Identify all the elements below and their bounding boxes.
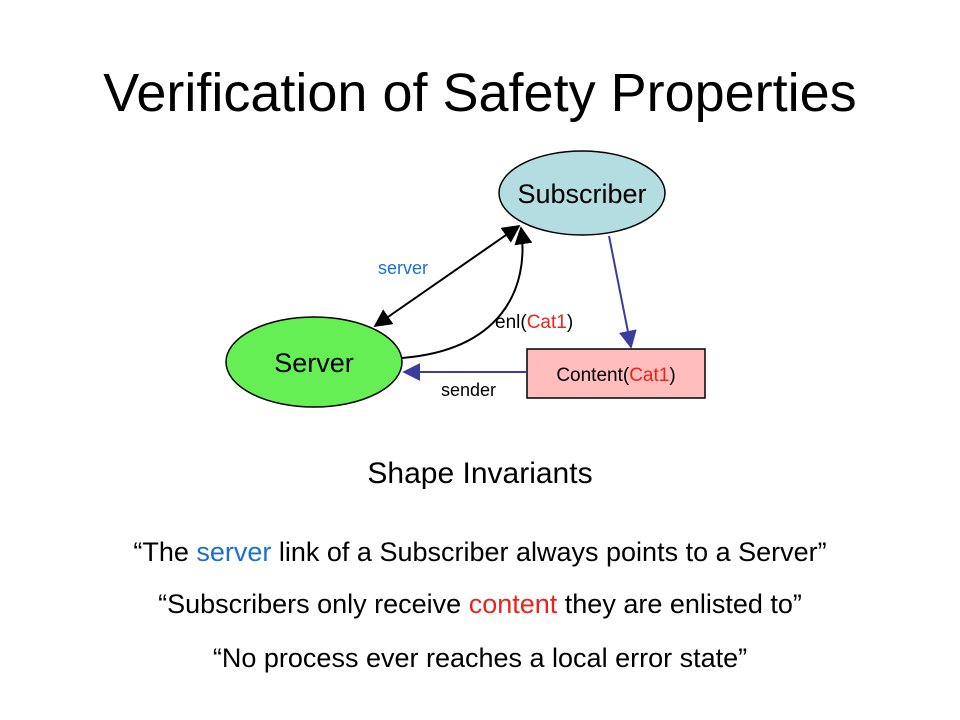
invariant-2: “Subscribers only receive content they a… — [158, 589, 802, 619]
content-label: Content(Cat1) — [556, 365, 675, 386]
server-highlight: server — [196, 537, 272, 567]
subscriber-node: Subscriber — [498, 150, 666, 236]
content-node: Content(Cat1) — [526, 348, 706, 399]
server-link-edge — [373, 224, 521, 328]
content-edge — [608, 235, 637, 349]
subscriber-label: Subscriber — [517, 179, 646, 209]
server-node: Server — [225, 316, 403, 408]
slide-title: Verification of Safety Properties — [103, 63, 857, 123]
server-edge-label: server — [378, 258, 428, 278]
content-highlight: content — [468, 589, 558, 619]
enl-edge-label: enl(Cat1) — [495, 312, 573, 333]
server-label: Server — [274, 348, 354, 378]
section-title: Shape Invariants — [367, 457, 593, 490]
enl-edge — [401, 226, 533, 359]
sender-edge-label: sender — [441, 380, 496, 400]
invariant-3: “No process ever reaches a local error s… — [212, 643, 748, 673]
invariant-1: “The server link of a Subscriber always … — [133, 537, 827, 567]
